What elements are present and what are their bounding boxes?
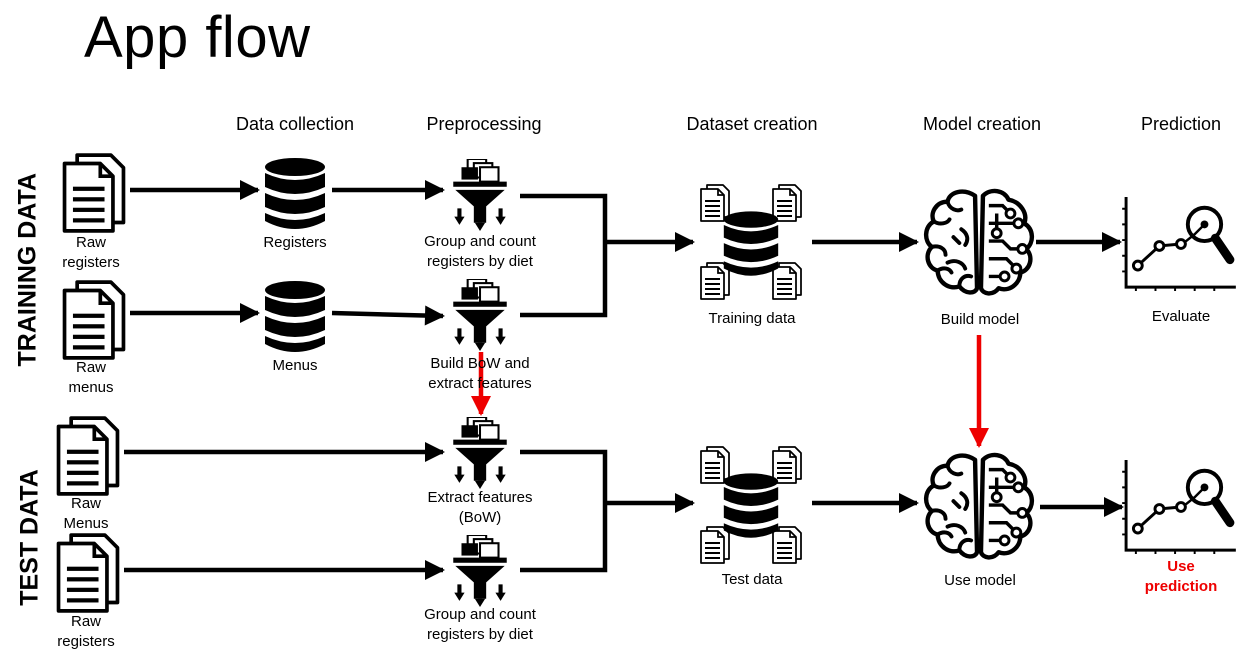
brain-model-icon [920,184,1038,302]
menus-database-icon [262,280,328,354]
test-dataset-icon [698,444,804,566]
filter-funnel-icon [449,417,511,489]
registers-label: Registers [263,234,327,251]
merge-training [520,193,608,318]
stage-dataset-creation: Dataset creation [686,114,818,134]
raw-menus-test-label: Raw Menus [63,495,109,532]
menus-label: Menus [272,357,318,374]
raw-registers-document-icon [62,153,126,233]
build-model-label: Build model [940,311,1020,328]
use-model-label: Use model [944,572,1016,589]
evaluation-chart-icon [1120,195,1238,293]
stage-model-creation: Model creation [922,114,1042,134]
page-title: App flow [84,5,311,70]
filter-funnel-icon [449,535,511,607]
training-data-label: Training data [708,310,796,327]
bow-train-label: Build BoW and extract features [428,355,532,392]
arrow-menus-to-preprocess [331,305,445,326]
evaluate-label: Evaluate [1151,308,1211,325]
registers-database-icon [262,157,328,231]
raw-menus-test-document-icon [56,416,120,496]
test-data-label: Test data [721,571,783,588]
prediction-chart-icon [1120,458,1238,556]
extract-test-label: Extract features (BoW) [427,489,533,526]
stage-preprocessing: Preprocessing [426,114,542,134]
training-dataset-icon [698,182,804,302]
raw-menus-document-icon [62,280,126,360]
use-prediction-label: Use prediction [1144,558,1218,595]
raw-registers-test-label: Raw registers [57,613,115,650]
raw-registers-label: Raw registers [62,234,120,271]
group-count-train-label: Group and count registers by diet [424,233,536,270]
filter-funnel-icon [449,159,511,231]
raw-registers-test-document-icon [56,533,120,613]
brain-model-icon [920,448,1038,566]
raw-menus-label: Raw menus [68,359,114,396]
merge-test [520,449,608,573]
stage-prediction: Prediction [1140,114,1222,134]
stage-data-collection: Data collection [235,114,355,134]
filter-funnel-icon [449,279,511,351]
group-count-test-label: Group and count registers by diet [424,606,536,643]
